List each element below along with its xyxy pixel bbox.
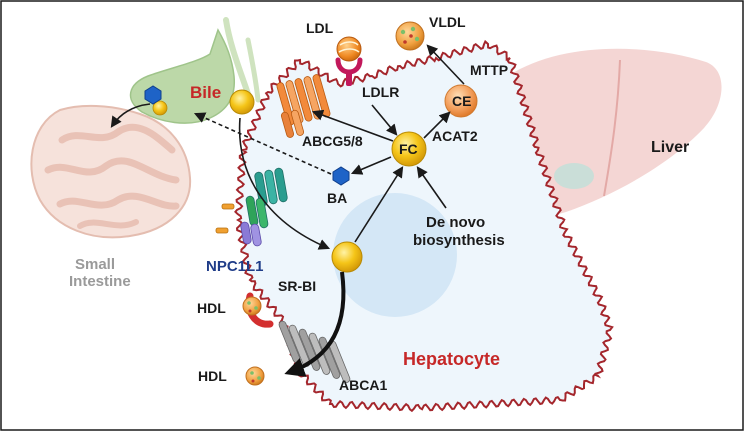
vldl-particle (395, 21, 425, 51)
label-bile: Bile (190, 83, 221, 102)
arrow-ba-to-bile (193, 112, 332, 175)
label-denovo-1: De novo (426, 214, 485, 231)
label-ce: CE (452, 93, 471, 109)
label-hepatocyte: Hepatocyte (403, 349, 500, 369)
label-liver: Liver (651, 139, 689, 156)
arrow-ce-to-vldl (426, 44, 465, 85)
arrow-fc-to-ce (423, 111, 451, 139)
liver-organ (499, 48, 722, 216)
label-ba: BA (327, 190, 347, 206)
pathway-arrows (193, 44, 465, 250)
ldlr-receptor (335, 57, 363, 86)
arrow-gallbladder-to-intestine (110, 103, 151, 128)
ldl-particle (336, 36, 362, 62)
arrow-efflux-to-hdl (284, 271, 346, 377)
label-acat2: ACAT2 (432, 128, 478, 144)
labels: LDL VLDL MTTP Bile LDLR CE ABCG5/8 FC AC… (69, 14, 689, 393)
arrow-denovo-to-fc (416, 166, 447, 209)
fc-ball-membrane (331, 241, 363, 273)
arrow-fc-to-ba (350, 156, 392, 175)
label-ldl: LDL (306, 20, 334, 36)
bile-acid-hexagon-gallbladder (144, 85, 162, 105)
bile-cholesterol (152, 89, 255, 116)
label-fc: FC (399, 141, 418, 157)
label-ldlr: LDLR (362, 84, 399, 100)
label-mttp: MTTP (470, 62, 508, 78)
label-srbi: SR-BI (278, 278, 316, 294)
label-intestine-2: Intestine (69, 273, 131, 290)
label-hdl-bottom: HDL (198, 368, 227, 384)
arrow-ldlr-to-fc (371, 104, 398, 136)
ce-ball (444, 84, 478, 118)
arrow-fc-to-abcg (311, 109, 394, 142)
bile-acid-hexagon (332, 166, 350, 186)
hdl-particle-bottom (245, 366, 265, 386)
fc-ball (391, 131, 427, 167)
label-denovo-2: biosynthesis (413, 232, 505, 249)
abcg5-8-transporter (276, 74, 331, 138)
label-hdl-top: HDL (197, 300, 226, 316)
small-intestine-organ (30, 104, 192, 239)
label-vldl: VLDL (429, 14, 466, 30)
label-abca1: ABCA1 (339, 377, 387, 393)
arrow-intestine-to-cell (238, 117, 331, 250)
hdl-particle-top (242, 296, 262, 316)
label-npc: NPC1L1 (206, 258, 264, 275)
label-intestine-1: Small (75, 256, 115, 273)
nucleus (333, 193, 457, 317)
label-abcg: ABCG5/8 (302, 133, 363, 149)
arrow-membrane-fc-to-fc (354, 166, 404, 243)
